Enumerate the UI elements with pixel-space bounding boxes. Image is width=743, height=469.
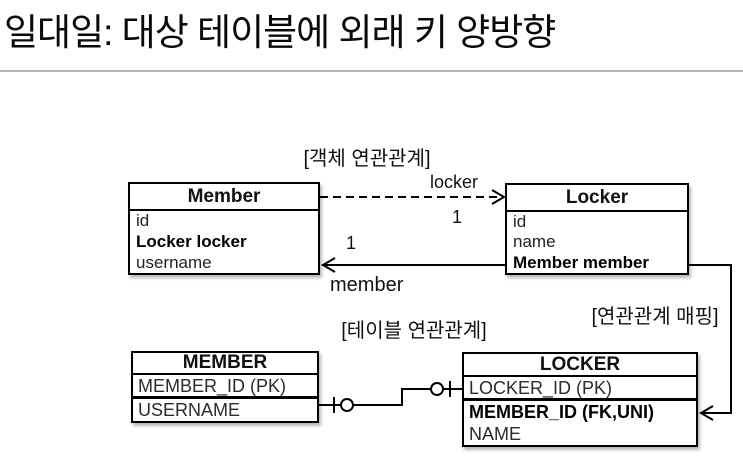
locker-table-col-name: NAME <box>469 423 522 444</box>
member-entity-title: Member <box>130 184 318 211</box>
member-table-title: MEMBER <box>133 353 317 375</box>
locker-entity-title: Locker <box>507 185 687 212</box>
member-table-col-username: USERNAME <box>138 400 241 420</box>
locker-entity-box: Locker id name Member member <box>505 183 689 275</box>
object-association-dashed-arrow <box>320 189 506 205</box>
member-entity-box: Member id Locker locker username <box>128 182 320 275</box>
title-divider <box>0 70 743 72</box>
member-entity-field-username: username <box>136 252 212 272</box>
member-table-box: MEMBER MEMBER_ID (PK) USERNAME <box>131 351 319 423</box>
locker-multiplicity-label: 1 <box>452 207 463 227</box>
member-association-arrow <box>321 257 505 273</box>
member-multiplicity-label: 1 <box>346 233 357 253</box>
locker-table-col-locker-id: LOCKER_ID (PK) <box>464 377 696 401</box>
mapping-connector-arrow <box>689 264 732 421</box>
page-title: 일대일: 대상 테이블에 외래 키 양방향 <box>4 12 556 53</box>
member-entity-field-id: id <box>136 211 150 231</box>
locker-table-fk-cell: MEMBER_ID (FK,UNI) NAME <box>464 401 696 445</box>
locker-entity-field-name: name <box>513 232 556 252</box>
locker-table-title: LOCKER <box>464 354 696 377</box>
member-entity-fields: id Locker locker username <box>130 211 318 273</box>
locker-table-col-member-id: MEMBER_ID (FK,UNI) <box>469 401 654 422</box>
mapping-label: [연관관계 매핑] <box>591 306 719 328</box>
locker-entity-field-member: Member member <box>513 252 650 272</box>
locker-entity-field-id: id <box>513 212 527 232</box>
member-role-label: member <box>330 274 404 296</box>
table-relation-connector <box>319 381 462 413</box>
member-entity-field-locker: Locker locker <box>136 231 247 251</box>
object-association-label: [객체 연관관계] <box>303 148 431 170</box>
table-association-label: [테이블 연관관계] <box>341 320 487 342</box>
member-table-col-member-id: MEMBER_ID (PK) <box>133 375 317 399</box>
locker-table-box: LOCKER LOCKER_ID (PK) MEMBER_ID (FK,UNI)… <box>462 352 698 447</box>
locker-entity-fields: id name Member member <box>507 212 687 273</box>
locker-role-label: locker <box>430 172 479 192</box>
